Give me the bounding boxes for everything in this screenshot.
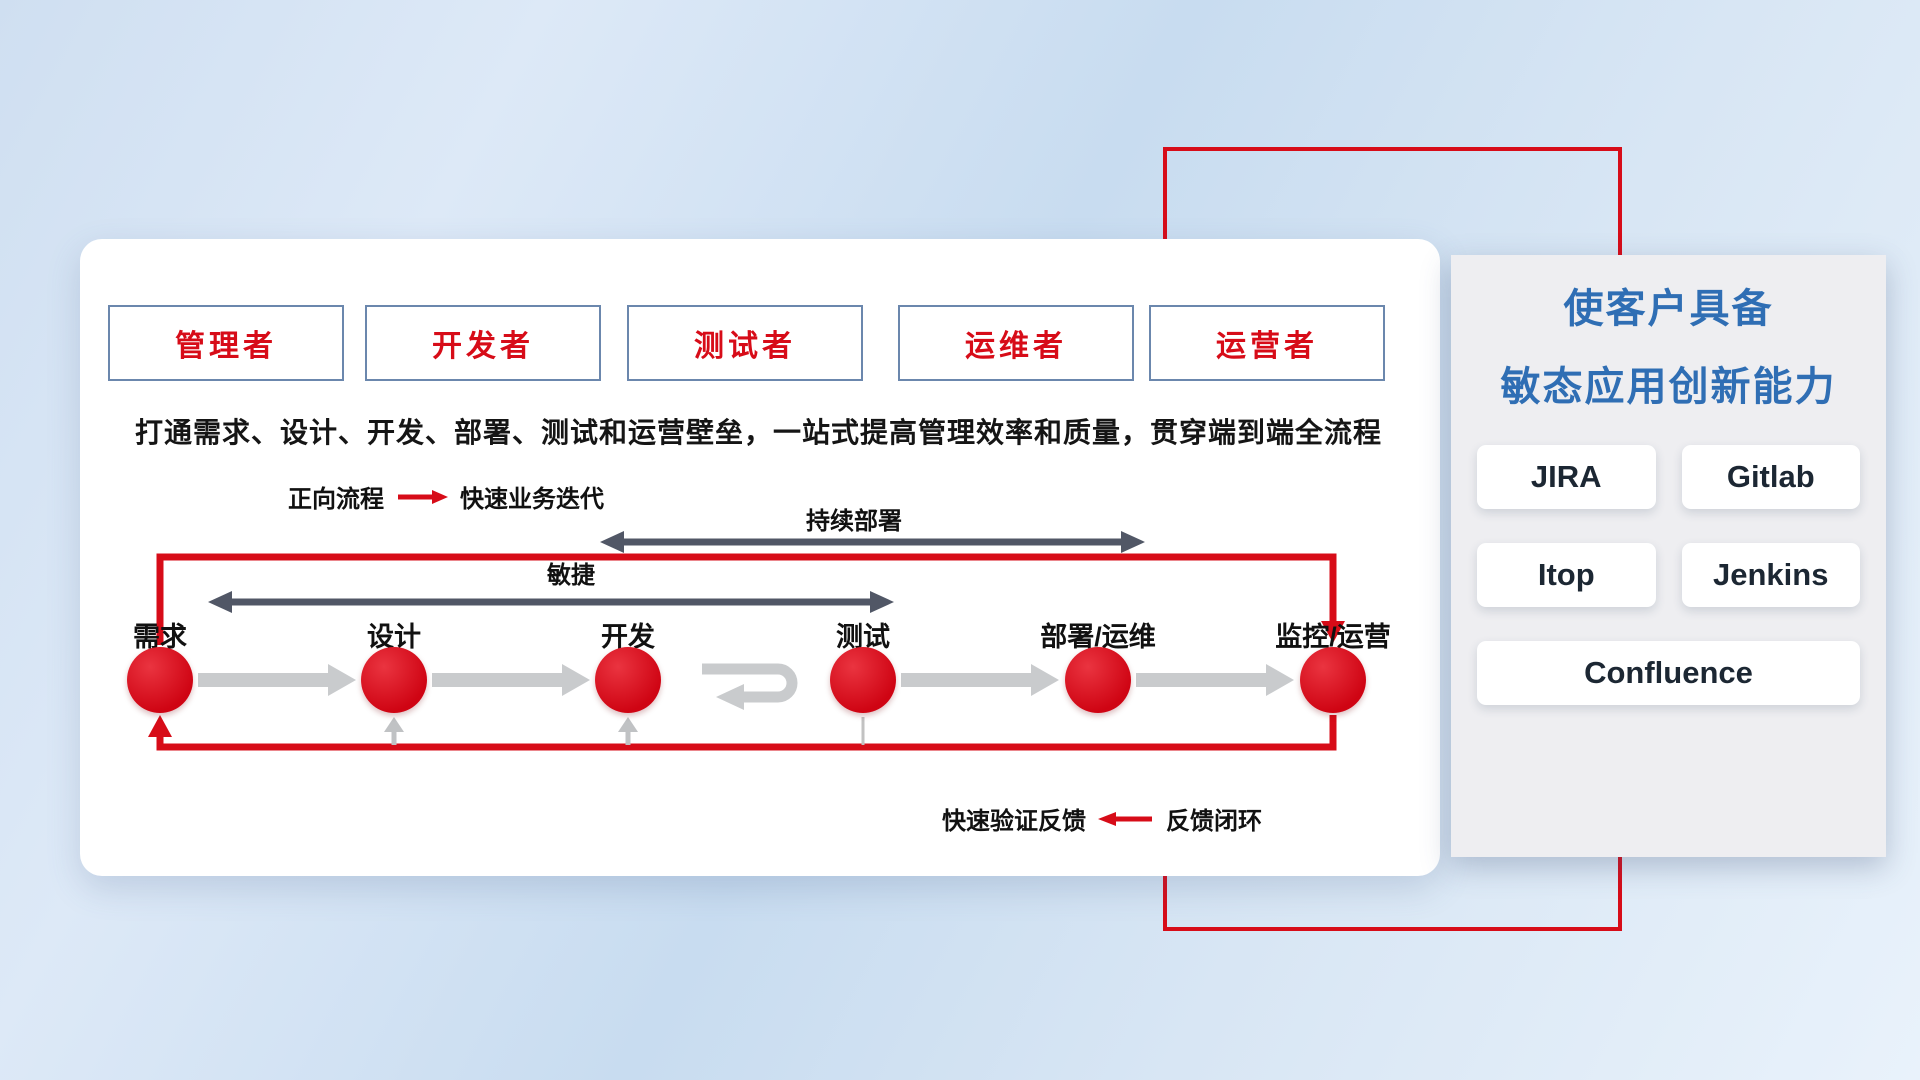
- role-box-manager: 管理者: [108, 305, 344, 381]
- stage-node-requirement: [127, 647, 193, 713]
- forward-legend-label: 正向流程: [288, 486, 384, 513]
- devops-diagram-card: 管理者 开发者 测试者 运维者 运营者 打通需求、设计、开发、部署、测试和运营壁…: [80, 239, 1440, 876]
- capability-panel: 使客户具备 敏态应用创新能力 JIRA Gitlab Itop Jenkins …: [1451, 255, 1886, 857]
- tool-chip-confluence: Confluence: [1477, 641, 1860, 705]
- role-box-tester: 测试者: [627, 305, 863, 381]
- agile-arrow: [208, 591, 894, 613]
- tool-grid: JIRA Gitlab Itop Jenkins Confluence: [1477, 445, 1860, 705]
- stage-node-design: [361, 647, 427, 713]
- feedback-legend-label: 反馈闭环: [1166, 808, 1262, 835]
- iteration-icon: [702, 663, 798, 710]
- stage-node-develop: [595, 647, 661, 713]
- tool-chip-jenkins: Jenkins: [1681, 543, 1860, 607]
- forward-legend-text: 快速业务迭代: [460, 486, 604, 513]
- role-box-developer: 开发者: [365, 305, 601, 381]
- agile-label: 敏捷: [547, 562, 595, 589]
- role-label: 测试者: [694, 330, 796, 363]
- role-label: 管理者: [175, 330, 277, 363]
- role-label: 运营者: [1216, 330, 1318, 363]
- process-description: 打通需求、设计、开发、部署、测试和运营壁垒，一站式提高管理效率和质量，贯穿端到端…: [135, 417, 1383, 448]
- panel-title-line2: 敏态应用创新能力: [1500, 365, 1837, 409]
- role-label: 运维者: [965, 330, 1067, 363]
- forward-legend: 正向流程 快速业务迭代: [288, 479, 604, 514]
- feedback-arrow-icon: [1098, 811, 1152, 826]
- feedback-legend: 快速验证反馈 反馈闭环: [942, 801, 1262, 836]
- continuous-deploy-label: 持续部署: [806, 508, 902, 535]
- role-label: 开发者: [432, 330, 534, 363]
- panel-title-line1: 使客户具备: [1563, 287, 1774, 331]
- role-box-operator: 运营者: [1149, 305, 1385, 381]
- stage-node-test: [830, 647, 896, 713]
- role-box-ops: 运维者: [898, 305, 1134, 381]
- tool-chip-itop: Itop: [1477, 543, 1656, 607]
- panel-title: 使客户具备 敏态应用创新能力: [1477, 289, 1860, 407]
- feedback-legend-text: 快速验证反馈: [942, 808, 1086, 835]
- tool-chip-jira: JIRA: [1477, 445, 1656, 509]
- stage-node-monitor-ops: [1300, 647, 1366, 713]
- forward-arrow-icon: [398, 489, 448, 504]
- feedback-up-arrow: [384, 717, 865, 745]
- tool-chip-gitlab: Gitlab: [1681, 445, 1860, 509]
- feedback-loop-arrow: [148, 715, 1337, 751]
- stage-node-deploy-ops: [1065, 647, 1131, 713]
